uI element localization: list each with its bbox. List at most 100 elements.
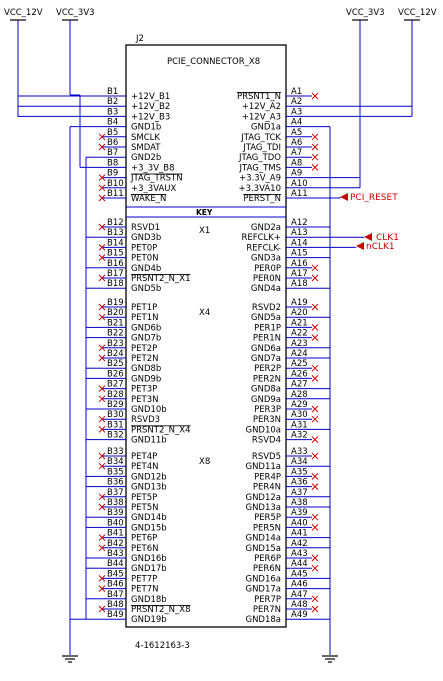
pin-b8[interactable]: B8+3_3V_B8 — [102, 158, 175, 173]
net-label-pci-reset[interactable]: PCI_RESET — [350, 193, 398, 203]
pin-a3[interactable]: A3+12V_A3 — [242, 107, 312, 122]
net-label-clk1[interactable]: CLK1 — [376, 233, 399, 243]
pin-a2[interactable]: A2+12V_A2 — [242, 97, 312, 112]
net-label-nclk1[interactable]: nCLK1 — [366, 242, 395, 252]
pin-a9[interactable]: A9+3.3V_A9 — [239, 169, 312, 184]
pin-b10[interactable]: B10+3_3VAUX — [102, 179, 176, 194]
pin-b2[interactable]: B2+12V_B2 — [102, 97, 170, 112]
pin-b1[interactable]: B1+12V_B1 — [102, 87, 170, 102]
pin-a10[interactable]: A10+3.3VA10 — [238, 179, 312, 194]
pin-b3[interactable]: B3+12V_B3 — [102, 107, 170, 122]
